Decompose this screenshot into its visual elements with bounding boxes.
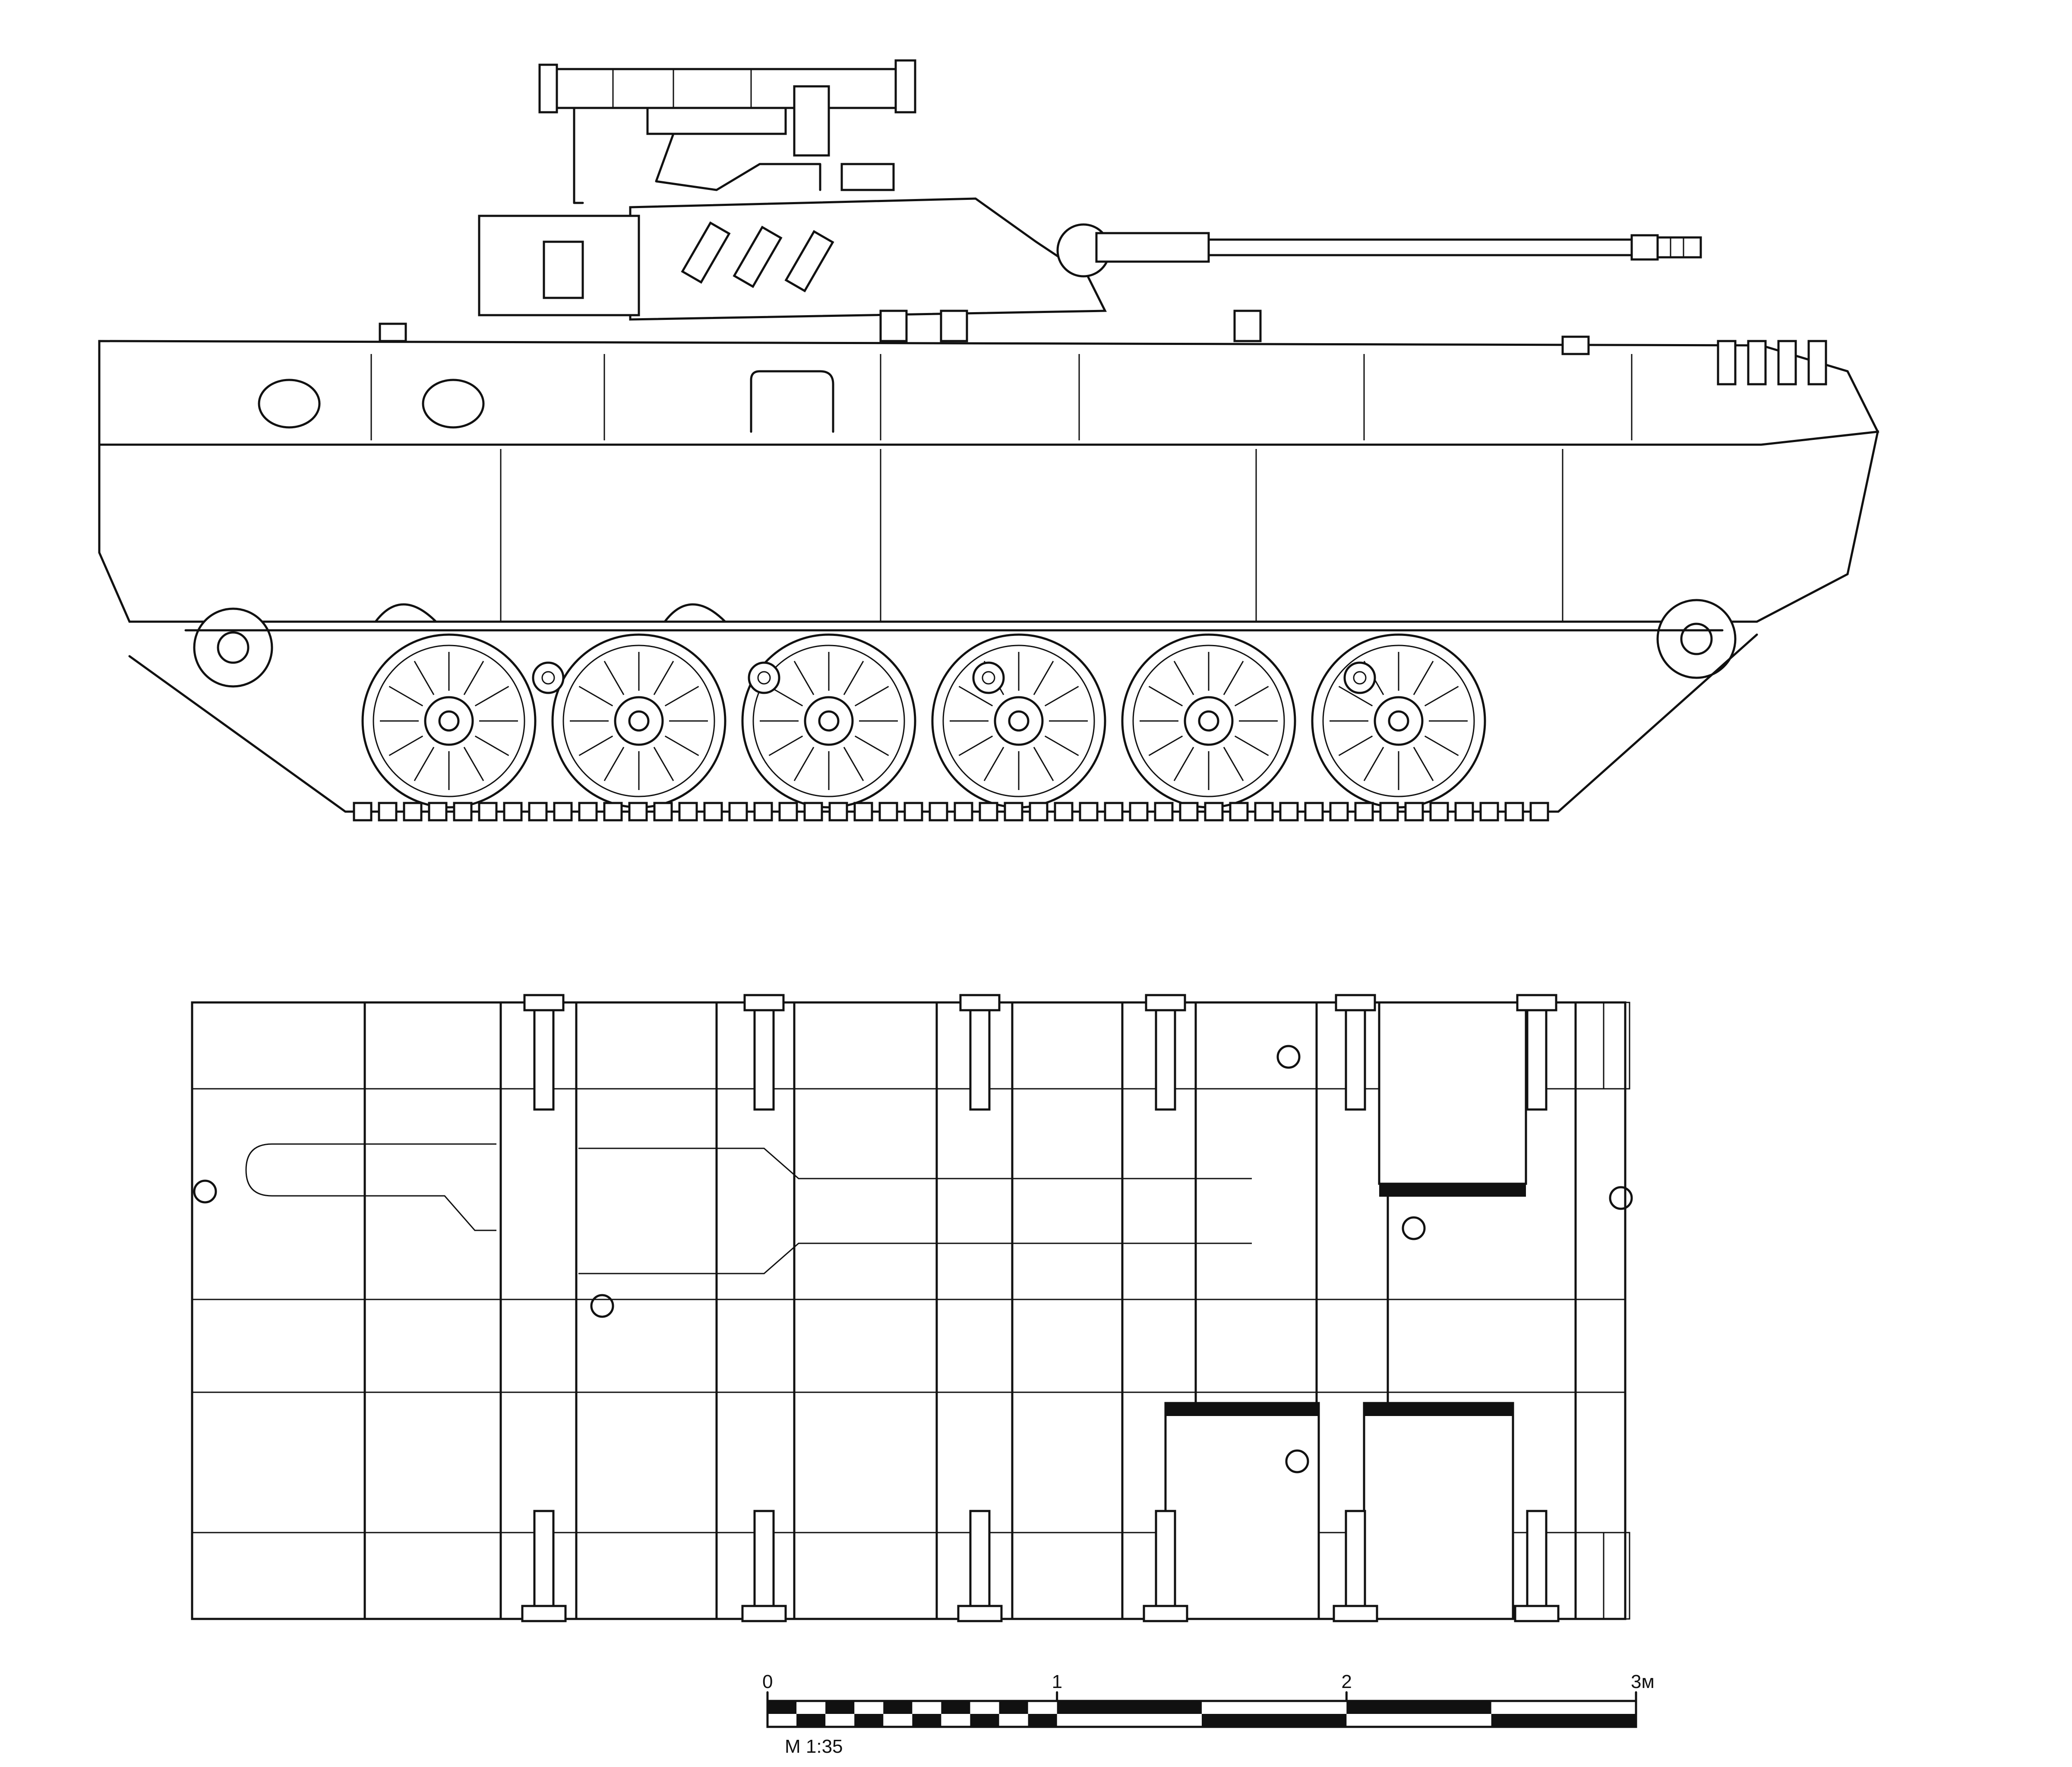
track-link — [453, 802, 473, 822]
return-roller — [972, 661, 1005, 694]
smoke-launchers — [681, 221, 834, 293]
track-link — [903, 802, 923, 822]
track-link — [1154, 802, 1174, 822]
mount-bottom — [1333, 1510, 1378, 1622]
track-link — [1329, 802, 1349, 822]
mount-bottom — [1514, 1510, 1560, 1622]
running-gear — [128, 599, 1758, 822]
track-link — [853, 802, 873, 822]
mount-top — [959, 994, 1001, 1111]
track-link — [378, 802, 398, 822]
track-links — [353, 802, 1549, 822]
scale-ratio-label: M 1:35 — [785, 1736, 843, 1757]
track-link — [778, 802, 798, 822]
track-link — [628, 802, 648, 822]
mount-bottom — [1143, 1510, 1188, 1622]
turret — [478, 163, 1702, 321]
track-link — [1379, 802, 1399, 822]
mount-top — [1145, 994, 1186, 1111]
track-link — [1004, 802, 1023, 822]
track-link — [528, 802, 548, 822]
track-link — [878, 802, 898, 822]
track-link — [1479, 802, 1499, 822]
mount-bottom — [957, 1510, 1003, 1622]
track-link — [1504, 802, 1524, 822]
road-wheel — [741, 633, 916, 809]
mount-top — [523, 994, 565, 1111]
road-wheel — [931, 633, 1106, 809]
road-wheel — [1121, 633, 1296, 809]
track-link — [1129, 802, 1149, 822]
atgm-launcher — [538, 59, 916, 204]
return-rollers — [532, 661, 1376, 694]
track-link — [403, 802, 423, 822]
return-roller — [1343, 661, 1376, 694]
mount-bottom — [741, 1510, 787, 1622]
scale-tick-label: 0 — [762, 1671, 773, 1692]
track-link — [503, 802, 523, 822]
upper-hull — [98, 310, 1879, 450]
scale-tick-label: 3м — [1631, 1671, 1655, 1692]
suspension-mounts — [521, 994, 1560, 1622]
road-wheel — [1311, 633, 1486, 809]
track-link — [478, 802, 498, 822]
track-link — [753, 802, 773, 822]
track-link — [428, 802, 448, 822]
scale-tick-label: 2 — [1341, 1671, 1352, 1692]
track-link — [1254, 802, 1274, 822]
road-wheels — [361, 633, 1486, 809]
track-link — [1354, 802, 1374, 822]
road-wheel — [361, 633, 537, 809]
track-link — [603, 802, 623, 822]
track-link — [1054, 802, 1074, 822]
bottom-view-plan — [191, 994, 1633, 1622]
mount-top — [743, 994, 785, 1111]
lower-hull — [98, 430, 1879, 623]
track-link — [1229, 802, 1249, 822]
track-link — [979, 802, 998, 822]
track-link — [678, 802, 698, 822]
track-link — [553, 802, 573, 822]
track-link — [353, 802, 373, 822]
track-link — [1429, 802, 1449, 822]
track-link — [1529, 802, 1549, 822]
track-link — [1204, 802, 1224, 822]
track-link — [578, 802, 598, 822]
track-link — [1179, 802, 1199, 822]
track-link — [954, 802, 973, 822]
track-link — [1404, 802, 1424, 822]
track-link — [1304, 802, 1324, 822]
track-link — [929, 802, 948, 822]
track-link — [1079, 802, 1099, 822]
bottom-hatch-left — [1164, 1402, 1320, 1620]
track-link — [653, 802, 673, 822]
scale-bar: 0 1 2 3м M 1:35 — [762, 1671, 1655, 1757]
side-view-elevation — [98, 59, 1879, 822]
track-link — [728, 802, 748, 822]
scale-tick-label: 1 — [1052, 1671, 1062, 1692]
track-link — [703, 802, 723, 822]
road-wheel — [551, 633, 726, 809]
return-roller — [748, 661, 780, 694]
bottom-hatch-top — [1378, 1001, 1527, 1185]
track-link — [1454, 802, 1474, 822]
track-link — [1104, 802, 1124, 822]
track-link — [828, 802, 848, 822]
track-link — [803, 802, 823, 822]
track-link — [1279, 802, 1299, 822]
track-link — [1029, 802, 1049, 822]
mount-top — [1335, 994, 1376, 1111]
mount-top — [1516, 994, 1557, 1111]
bottom-hatch-right — [1363, 1402, 1514, 1620]
mount-bottom — [521, 1510, 567, 1622]
return-roller — [532, 661, 565, 694]
